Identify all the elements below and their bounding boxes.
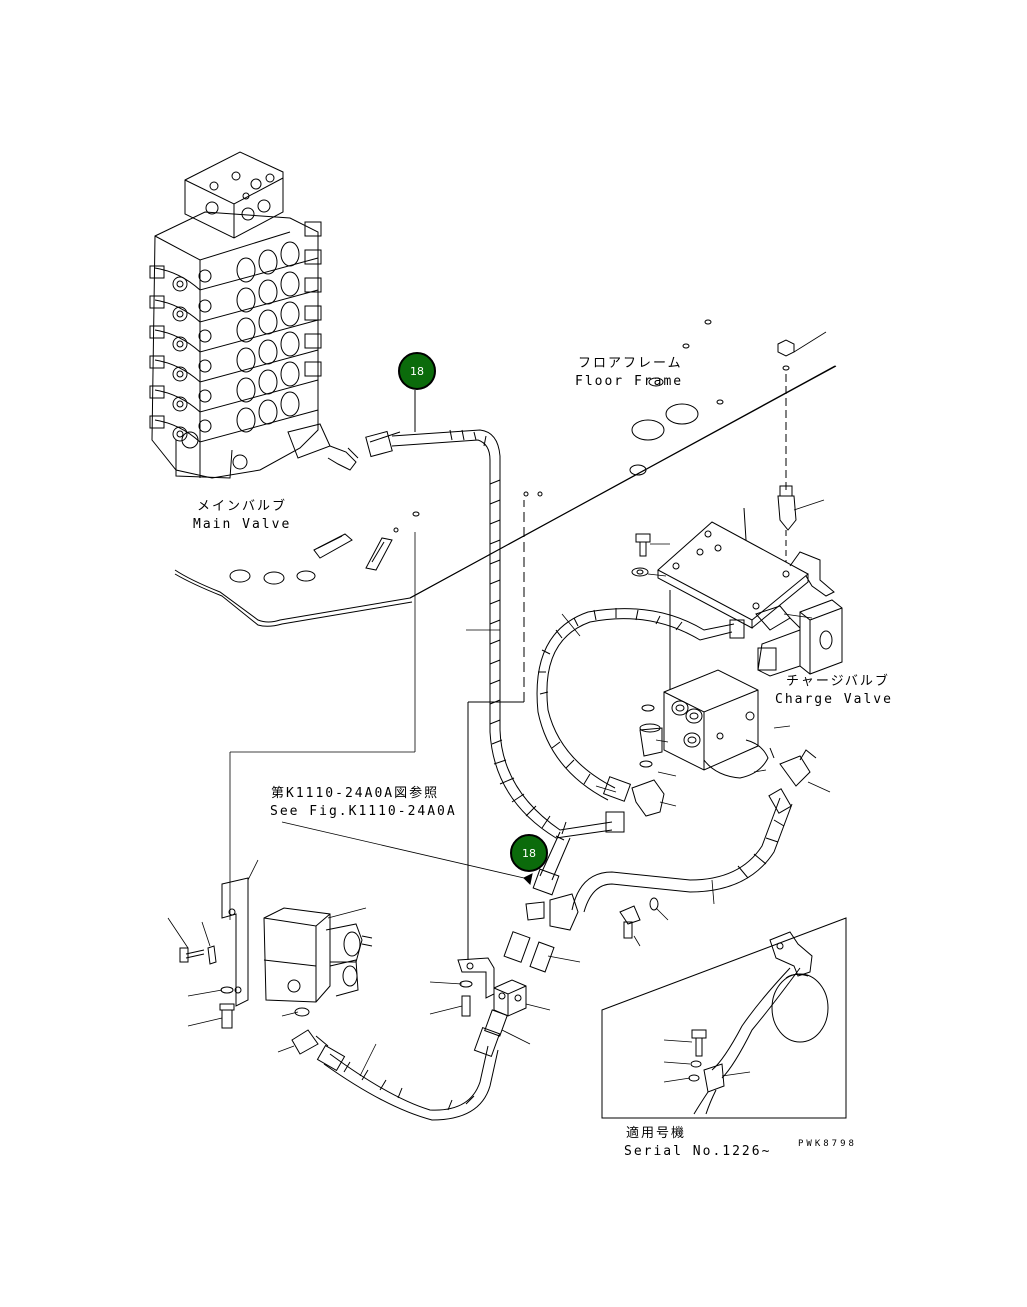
solenoid-block: [263, 907, 373, 1055]
reference-arrow: [523, 873, 533, 886]
part-callout-18-lower[interactable]: 18: [510, 834, 548, 872]
part-callout-18-upper[interactable]: 18: [398, 352, 436, 390]
hose-18-upper: [365, 390, 625, 839]
hose-18-lower: [503, 831, 571, 973]
left-bracket: [179, 877, 249, 1029]
main-valve-label-en: Main Valve: [193, 517, 292, 532]
inset-detail: [601, 917, 847, 1119]
charge-valve-label-en: Charge Valve: [775, 692, 893, 707]
floor-frame-label-jp: フロアフレーム: [578, 356, 683, 371]
see-fig-label-jp: 第K1110-24A0A図参照: [271, 786, 440, 801]
serial-label-jp: 適用号機: [626, 1126, 687, 1141]
orifice-fitting: [777, 339, 797, 562]
see-fig-label-en: See Fig.K1110-24A0A: [270, 804, 457, 819]
floor-frame: [174, 319, 837, 627]
bracket-bolt: [631, 533, 651, 577]
leader-lines: [167, 331, 831, 1083]
hose-lower-right: [549, 788, 793, 931]
hose-bottom: [316, 1009, 508, 1121]
hose-charge-loop: [536, 608, 745, 802]
main-valve: [149, 151, 359, 479]
serial-label-en: Serial No.1226~: [624, 1144, 772, 1159]
charge-valve-bracket: [657, 507, 835, 690]
charge-valve: [631, 599, 843, 817]
drawing-code: PWK8798: [798, 1139, 857, 1149]
floor-frame-label-en: Floor Frame: [575, 374, 684, 389]
main-valve-label-jp: メインバルブ: [197, 499, 288, 514]
bolt-washer: [619, 897, 659, 939]
center-tee: [457, 500, 527, 1017]
charge-valve-label-jp: チャージバルブ: [786, 674, 890, 689]
